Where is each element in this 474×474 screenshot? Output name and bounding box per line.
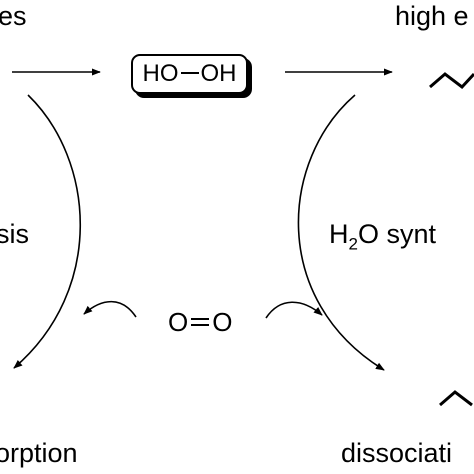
bottom-right-zigzag xyxy=(439,390,473,407)
top-left-label: es xyxy=(0,1,27,31)
peroxide-box: HO OH xyxy=(131,54,248,94)
double-bond xyxy=(191,318,210,326)
top-right-zigzag xyxy=(429,72,474,90)
peroxide-right: OH xyxy=(200,60,237,87)
peroxide-left: HO xyxy=(142,60,179,87)
h2o-h: H xyxy=(329,219,349,249)
oxygen-left: O xyxy=(168,307,189,337)
left-middle-label: sis xyxy=(0,219,29,249)
single-bond xyxy=(180,72,199,74)
bottom-right-label: dissociati xyxy=(341,438,453,468)
oxygen-right: O xyxy=(212,307,233,337)
h2o-synthesis-label: H2O synt xyxy=(329,219,436,254)
oxygen-molecule: O O xyxy=(168,309,232,335)
bottom-left-label: orption xyxy=(0,438,78,468)
oxygen-in-arrow-left xyxy=(83,300,137,318)
top-right-label: high e xyxy=(395,1,469,31)
oxygen-in-arrow-right xyxy=(265,301,323,319)
left-cycle-arrow xyxy=(13,94,81,369)
right-cycle-arrow xyxy=(297,94,385,371)
h2o-rest: O synt xyxy=(357,219,436,249)
h2o-subscript: 2 xyxy=(348,234,358,254)
